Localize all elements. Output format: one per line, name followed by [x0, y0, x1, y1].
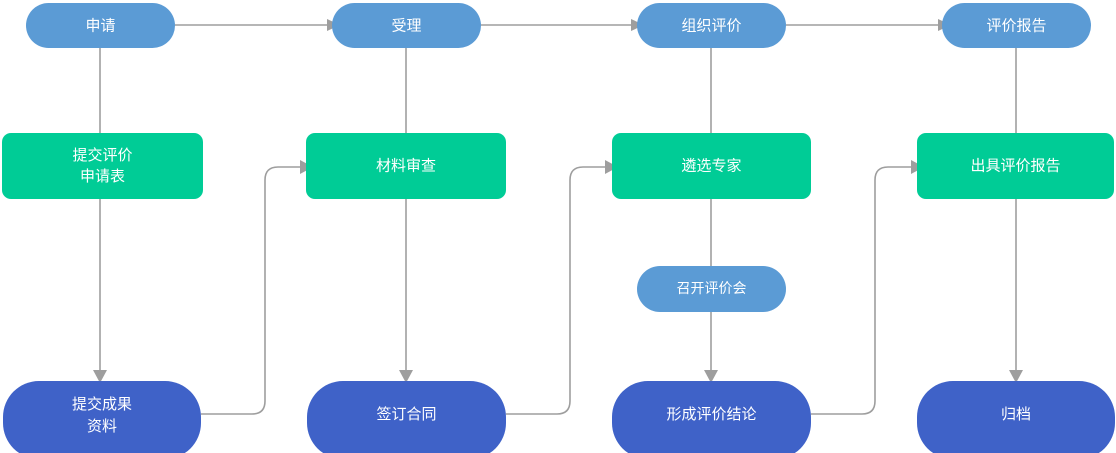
edge-material-review-to-sign-contract: [399, 199, 413, 383]
node-issue-evaluation-report[interactable]: 出具评价报告: [917, 133, 1114, 199]
node-evaluation-report[interactable]: 评价报告: [942, 3, 1091, 48]
node-form-evaluation-conclusion[interactable]: 形成评价结论: [612, 381, 811, 453]
node-apply[interactable]: 申请: [26, 3, 175, 48]
node-organize-evaluation[interactable]: 组织评价: [637, 3, 786, 48]
edge-issue-report-to-archive: [1009, 199, 1023, 383]
node-accept[interactable]: 受理: [332, 3, 481, 48]
edge-sign-contract-to-select-experts: [506, 160, 618, 415]
node-select-experts[interactable]: 遴选专家: [612, 133, 811, 199]
edge-submit-form-to-submit-results: [93, 199, 107, 383]
node-material-review[interactable]: 材料审查: [306, 133, 506, 199]
node-archive[interactable]: 归档: [917, 381, 1115, 453]
connector-layer: [93, 19, 1023, 415]
node-hold-evaluation-meeting[interactable]: 召开评价会: [637, 266, 786, 312]
node-submit-results-materials[interactable]: 提交成果 资料: [3, 381, 201, 453]
edge-conclusion-to-issue-report: [811, 160, 924, 415]
edge-meeting-to-conclusion: [704, 312, 718, 383]
node-submit-application-form[interactable]: 提交评价 申请表: [2, 133, 203, 199]
edge-apply-to-accept: [175, 19, 340, 31]
edge-accept-to-organize: [481, 19, 644, 31]
node-sign-contract[interactable]: 签订合同: [307, 381, 506, 453]
edge-submit-results-to-material-review: [201, 160, 313, 415]
edge-organize-to-report: [786, 19, 951, 31]
